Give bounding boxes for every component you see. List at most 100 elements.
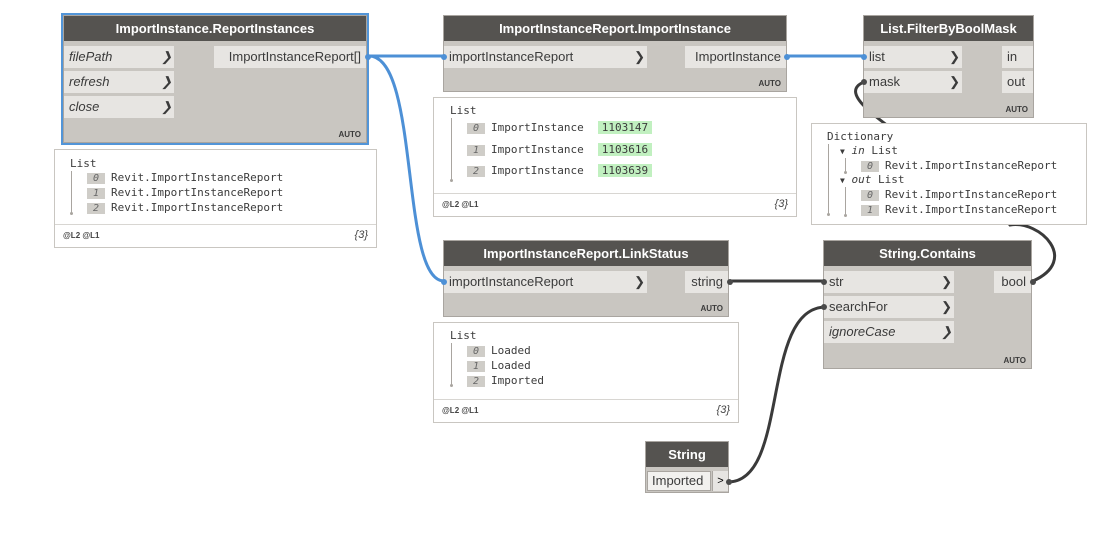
- node-title[interactable]: ImportInstanceReport.LinkStatus: [444, 241, 728, 266]
- item-index: 0: [87, 172, 105, 184]
- tree-dot: [450, 384, 453, 387]
- item-value: Revit.ImportInstanceReport: [885, 188, 1058, 201]
- port-label: filePath: [69, 49, 113, 64]
- preview-header: Dictionary: [827, 130, 894, 143]
- output-expand-button[interactable]: >: [712, 471, 728, 491]
- output-port-string[interactable]: string: [685, 271, 728, 293]
- chevron-right-icon: ❯: [949, 74, 960, 89]
- input-port-close[interactable]: close ❯: [64, 96, 174, 118]
- item-count: {3}: [774, 198, 788, 210]
- node-title[interactable]: String.Contains: [824, 241, 1031, 266]
- tree-line: [845, 158, 846, 172]
- list-levels[interactable]: @L2 @L1: [442, 200, 479, 209]
- node-filter-by-bool-mask[interactable]: List.FilterByBoolMask list ❯ mask ❯ in o…: [861, 15, 1034, 118]
- preview-item: 1 ImportInstance 1103616: [467, 143, 653, 156]
- node-string-contains[interactable]: String.Contains str ❯ searchFor ❯ ignore…: [821, 240, 1036, 369]
- output-port-dot[interactable]: [365, 54, 371, 60]
- lacing-indicator[interactable]: AUTO: [1005, 105, 1028, 114]
- item-index: 1: [861, 204, 879, 216]
- output-port-in[interactable]: in: [1002, 46, 1033, 68]
- chevron-right-icon: ❯: [941, 274, 952, 289]
- input-port-dot[interactable]: [861, 79, 867, 85]
- node-import-instance[interactable]: ImportInstanceReport.ImportInstance impo…: [441, 15, 790, 92]
- preview-header: List: [450, 104, 477, 117]
- input-port-importinstancereport[interactable]: importInstanceReport ❯: [444, 46, 647, 68]
- input-port-importinstancereport[interactable]: importInstanceReport ❯: [444, 271, 647, 293]
- dict-value-type: List: [877, 173, 905, 186]
- input-port-str[interactable]: str ❯: [824, 271, 954, 293]
- port-label: ImportInstanceReport[]: [228, 49, 361, 64]
- element-id-link[interactable]: 1103616: [597, 143, 653, 156]
- tree-dot: [70, 212, 73, 215]
- node-title[interactable]: ImportInstanceReport.ImportInstance: [444, 16, 786, 41]
- element-id-link[interactable]: 1103147: [597, 121, 653, 134]
- output-port-out[interactable]: out: [1002, 71, 1033, 93]
- node-title[interactable]: List.FilterByBoolMask: [864, 16, 1033, 41]
- node-title[interactable]: String: [646, 442, 728, 467]
- item-value: Loaded: [491, 344, 531, 357]
- item-index: 1: [467, 360, 485, 372]
- chevron-right-icon: ❯: [634, 274, 645, 289]
- input-port-dot[interactable]: [821, 304, 827, 310]
- lacing-indicator[interactable]: AUTO: [758, 79, 781, 88]
- item-index: 1: [467, 144, 485, 156]
- input-port-mask[interactable]: mask ❯: [864, 71, 962, 93]
- input-port-dot[interactable]: [441, 54, 447, 60]
- input-port-dot[interactable]: [821, 279, 827, 285]
- output-port-dot[interactable]: [784, 54, 790, 60]
- wire-string-to-searchfor[interactable]: [727, 305, 827, 484]
- preview-item: 0 Loaded: [467, 344, 531, 357]
- input-port-dot[interactable]: [861, 54, 867, 60]
- dict-value-type: List: [871, 144, 898, 157]
- output-port-dot[interactable]: [1030, 279, 1036, 285]
- item-index: 2: [87, 202, 105, 214]
- preview-footer: @L2 @L1 {3}: [434, 399, 738, 422]
- input-port-filepath[interactable]: filePath ❯: [64, 46, 174, 68]
- output-port-dot[interactable]: [726, 479, 732, 485]
- lacing-indicator[interactable]: AUTO: [700, 304, 723, 313]
- item-index: 0: [467, 345, 485, 357]
- port-label: searchFor: [829, 299, 888, 314]
- port-label: in: [1007, 49, 1018, 64]
- expand-icon[interactable]: ▼: [840, 147, 845, 156]
- element-id-link[interactable]: 1103639: [597, 164, 653, 177]
- list-levels[interactable]: @L2 @L1: [63, 231, 100, 240]
- lacing-indicator[interactable]: AUTO: [338, 130, 361, 139]
- expand-icon[interactable]: ▼: [840, 176, 845, 185]
- preview-item: 1 Loaded: [467, 359, 531, 372]
- item-value: Revit.ImportInstanceReport: [111, 186, 284, 199]
- port-label: refresh: [69, 74, 110, 89]
- item-label: ImportInstance: [491, 143, 584, 156]
- node-link-status[interactable]: ImportInstanceReport.LinkStatus importIn…: [441, 240, 733, 317]
- input-port-searchfor[interactable]: searchFor ❯: [824, 296, 954, 318]
- tree-dot: [827, 213, 830, 216]
- node-title[interactable]: ImportInstance.ReportInstances: [64, 16, 366, 41]
- list-levels[interactable]: @L2 @L1: [442, 406, 479, 415]
- output-port-dot[interactable]: [727, 279, 733, 285]
- tree-line: [828, 144, 829, 214]
- input-port-dot[interactable]: [441, 279, 447, 285]
- item-value: Loaded: [491, 359, 531, 372]
- lacing-indicator[interactable]: AUTO: [1003, 356, 1026, 365]
- node-report-instances[interactable]: ImportInstance.ReportInstances filePath …: [61, 13, 371, 145]
- string-value-field[interactable]: Imported: [647, 471, 711, 491]
- input-port-refresh[interactable]: refresh ❯: [64, 71, 174, 93]
- input-port-ignorecase[interactable]: ignoreCase ❯: [824, 321, 954, 343]
- chevron-right-icon: ❯: [941, 324, 952, 339]
- wire-reports-to-linkstatus[interactable]: [368, 54, 445, 283]
- input-port-list[interactable]: list ❯: [864, 46, 962, 68]
- output-port-reports[interactable]: ImportInstanceReport[]: [214, 46, 366, 68]
- output-port-importinstance[interactable]: ImportInstance: [685, 46, 786, 68]
- output-port-bool[interactable]: bool: [994, 271, 1031, 293]
- node-string-input[interactable]: String Imported >: [645, 441, 732, 493]
- tree-dot: [844, 214, 847, 217]
- port-label: str: [829, 274, 844, 289]
- dict-key: out: [851, 173, 872, 186]
